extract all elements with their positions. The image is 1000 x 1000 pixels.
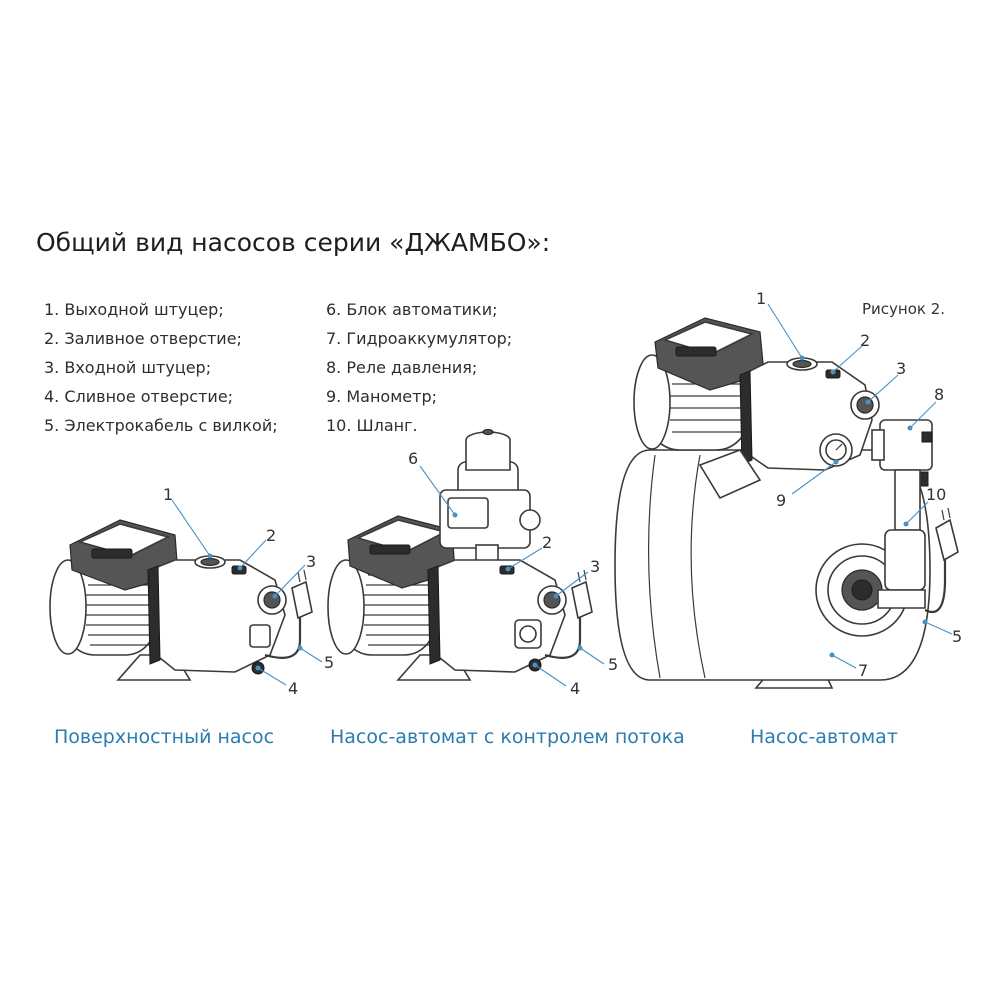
p2-callout-4: 4 [570, 679, 580, 698]
p3-callout-9: 9 [776, 491, 786, 510]
p3-callout-3: 3 [896, 359, 906, 378]
legend-item-6: 6. Блок автоматики; [326, 300, 498, 319]
p1-callout-2: 2 [266, 526, 276, 545]
legend-item-9: 9. Манометр; [326, 387, 437, 406]
p3-callout-8: 8 [934, 385, 944, 404]
legend-item-2: 2. Заливное отверстие; [44, 329, 242, 348]
legend-right: 6. Блок автоматики; 7. Гидроаккумулятор;… [326, 295, 512, 440]
caption-flow-control-pump: Насос-автомат с контролем потока [330, 726, 685, 748]
p2-callout-6: 6 [408, 449, 418, 468]
p1-callout-4: 4 [288, 679, 298, 698]
caption-surface-pump: Поверхностный насос [54, 726, 275, 748]
p3-callout-2: 2 [860, 331, 870, 350]
auto-pump-drawing: 1 2 3 8 9 10 5 7 [614, 289, 962, 689]
p2-callout-5: 5 [608, 655, 618, 674]
p3-callout-10: 10 [926, 485, 946, 504]
legend-item-1: 1. Выходной штуцер; [44, 300, 224, 319]
flow-control-pump-drawing: 6 2 3 4 5 [327, 428, 676, 698]
caption-auto-pump: Насос-автомат [750, 726, 898, 748]
p2-callout-2: 2 [542, 533, 552, 552]
figure-label: Рисунок 2. [862, 300, 946, 318]
p1-callout-3: 3 [306, 552, 316, 571]
p3-callout-5: 5 [952, 627, 962, 646]
legend-left: 1. Выходной штуцер; 2. Заливное отверсти… [44, 295, 278, 440]
page-title: Общий вид насосов серии «ДЖАМБО»: [36, 228, 551, 257]
p3-callout-7: 7 [858, 661, 868, 680]
legend-item-3: 3. Входной штуцер; [44, 358, 212, 377]
surface-pump-drawing: 1 2 3 4 5 [49, 485, 416, 698]
p1-callout-5: 5 [324, 653, 334, 672]
legend-item-7: 7. Гидроаккумулятор; [326, 329, 513, 348]
p2-callout-3: 3 [590, 557, 600, 576]
p1-callout-1: 1 [163, 485, 173, 504]
legend-item-4: 4. Сливное отверстие; [44, 387, 234, 406]
p3-callout-1: 1 [756, 289, 766, 308]
legend-item-8: 8. Реле давления; [326, 358, 478, 377]
legend-item-5: 5. Электрокабель с вилкой; [44, 416, 278, 435]
legend-item-10: 10. Шланг. [326, 416, 418, 435]
